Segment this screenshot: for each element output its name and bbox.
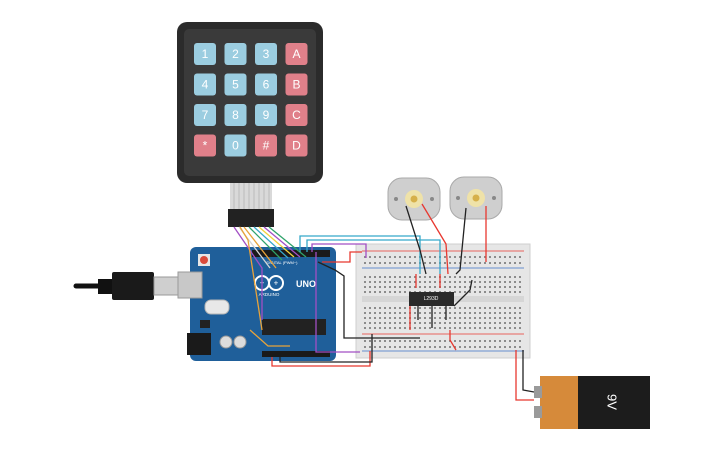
keypad-key-label: 5 — [232, 78, 239, 92]
keypad-key-label: 9 — [263, 108, 270, 122]
digital-header — [252, 250, 330, 257]
battery-9v[interactable]: 9V — [534, 376, 650, 429]
keypad-key-3-1[interactable] — [224, 134, 247, 157]
dc-motor-1[interactable] — [387, 177, 441, 221]
model-text: UNO — [296, 279, 316, 289]
keypad-key-2-2[interactable] — [255, 104, 277, 126]
keypad-key-0-0[interactable] — [194, 43, 216, 65]
keypad-key-label: 4 — [202, 78, 209, 92]
keypad-key-label: D — [292, 139, 301, 153]
keypad-key-1-1[interactable] — [224, 73, 247, 96]
keypad-key-label: * — [203, 139, 208, 153]
logo-text: ARDUINO — [259, 292, 280, 297]
header-label: DIGITAL (PWM~) — [267, 260, 299, 265]
keypad-key-label: 6 — [263, 78, 270, 92]
keypad-inner — [184, 29, 316, 176]
keypad-key-label: 0 — [232, 139, 239, 153]
keypad-key-label: 1 — [202, 47, 209, 61]
reset-button — [200, 256, 208, 264]
battery-label: 9V — [605, 394, 620, 410]
wires — [233, 203, 535, 401]
keypad-key-2-1[interactable] — [224, 104, 247, 126]
dc-motor-2[interactable] — [449, 176, 503, 220]
keypad-key-3-0[interactable] — [194, 134, 216, 157]
chip-label: L293D — [424, 296, 439, 302]
keypad-key-2-3[interactable] — [285, 104, 308, 126]
keypad-key-label: 3 — [263, 47, 270, 61]
keypad-connector — [228, 209, 274, 227]
microcontroller-chip — [262, 319, 326, 335]
keypad-key-label: # — [263, 139, 270, 153]
keypad-key-label: 8 — [232, 108, 239, 122]
keypad-key-label: 2 — [232, 47, 239, 61]
svg-text:+: + — [274, 279, 279, 288]
battery-cap — [540, 376, 578, 429]
usb-port — [177, 271, 203, 299]
power-analog-header — [262, 351, 330, 357]
keypad-key-0-1[interactable] — [224, 43, 247, 65]
keypad-key-label: C — [292, 108, 301, 122]
keypad-key-3-3[interactable] — [285, 134, 308, 157]
keypad-ribbon-cable — [228, 183, 274, 227]
keypad-key-label: B — [292, 78, 300, 92]
power-jack — [187, 333, 211, 355]
keypad-key-2-0[interactable] — [194, 104, 216, 126]
motor-driver-chip: L293D — [409, 292, 454, 306]
arduino-uno-board[interactable]: DIGITAL (PWM~) − + ARDUINO UNO — [177, 247, 336, 361]
usb-cable — [73, 272, 179, 300]
keypad-keys: 1 2 3 A 4 5 6 B 7 8 9 C * 0 # D — [194, 43, 308, 157]
keypad[interactable]: 1 2 3 A 4 5 6 B 7 8 9 C * 0 # D — [177, 22, 323, 183]
keypad-key-label: 7 — [202, 108, 209, 122]
keypad-key-0-3[interactable] — [285, 43, 308, 65]
keypad-key-label: A — [292, 47, 300, 61]
keypad-key-0-2[interactable] — [255, 43, 277, 65]
keypad-key-1-3[interactable] — [285, 73, 308, 96]
keypad-key-1-2[interactable] — [255, 73, 277, 96]
keypad-key-3-2[interactable] — [255, 134, 277, 157]
keypad-key-1-0[interactable] — [194, 73, 216, 96]
